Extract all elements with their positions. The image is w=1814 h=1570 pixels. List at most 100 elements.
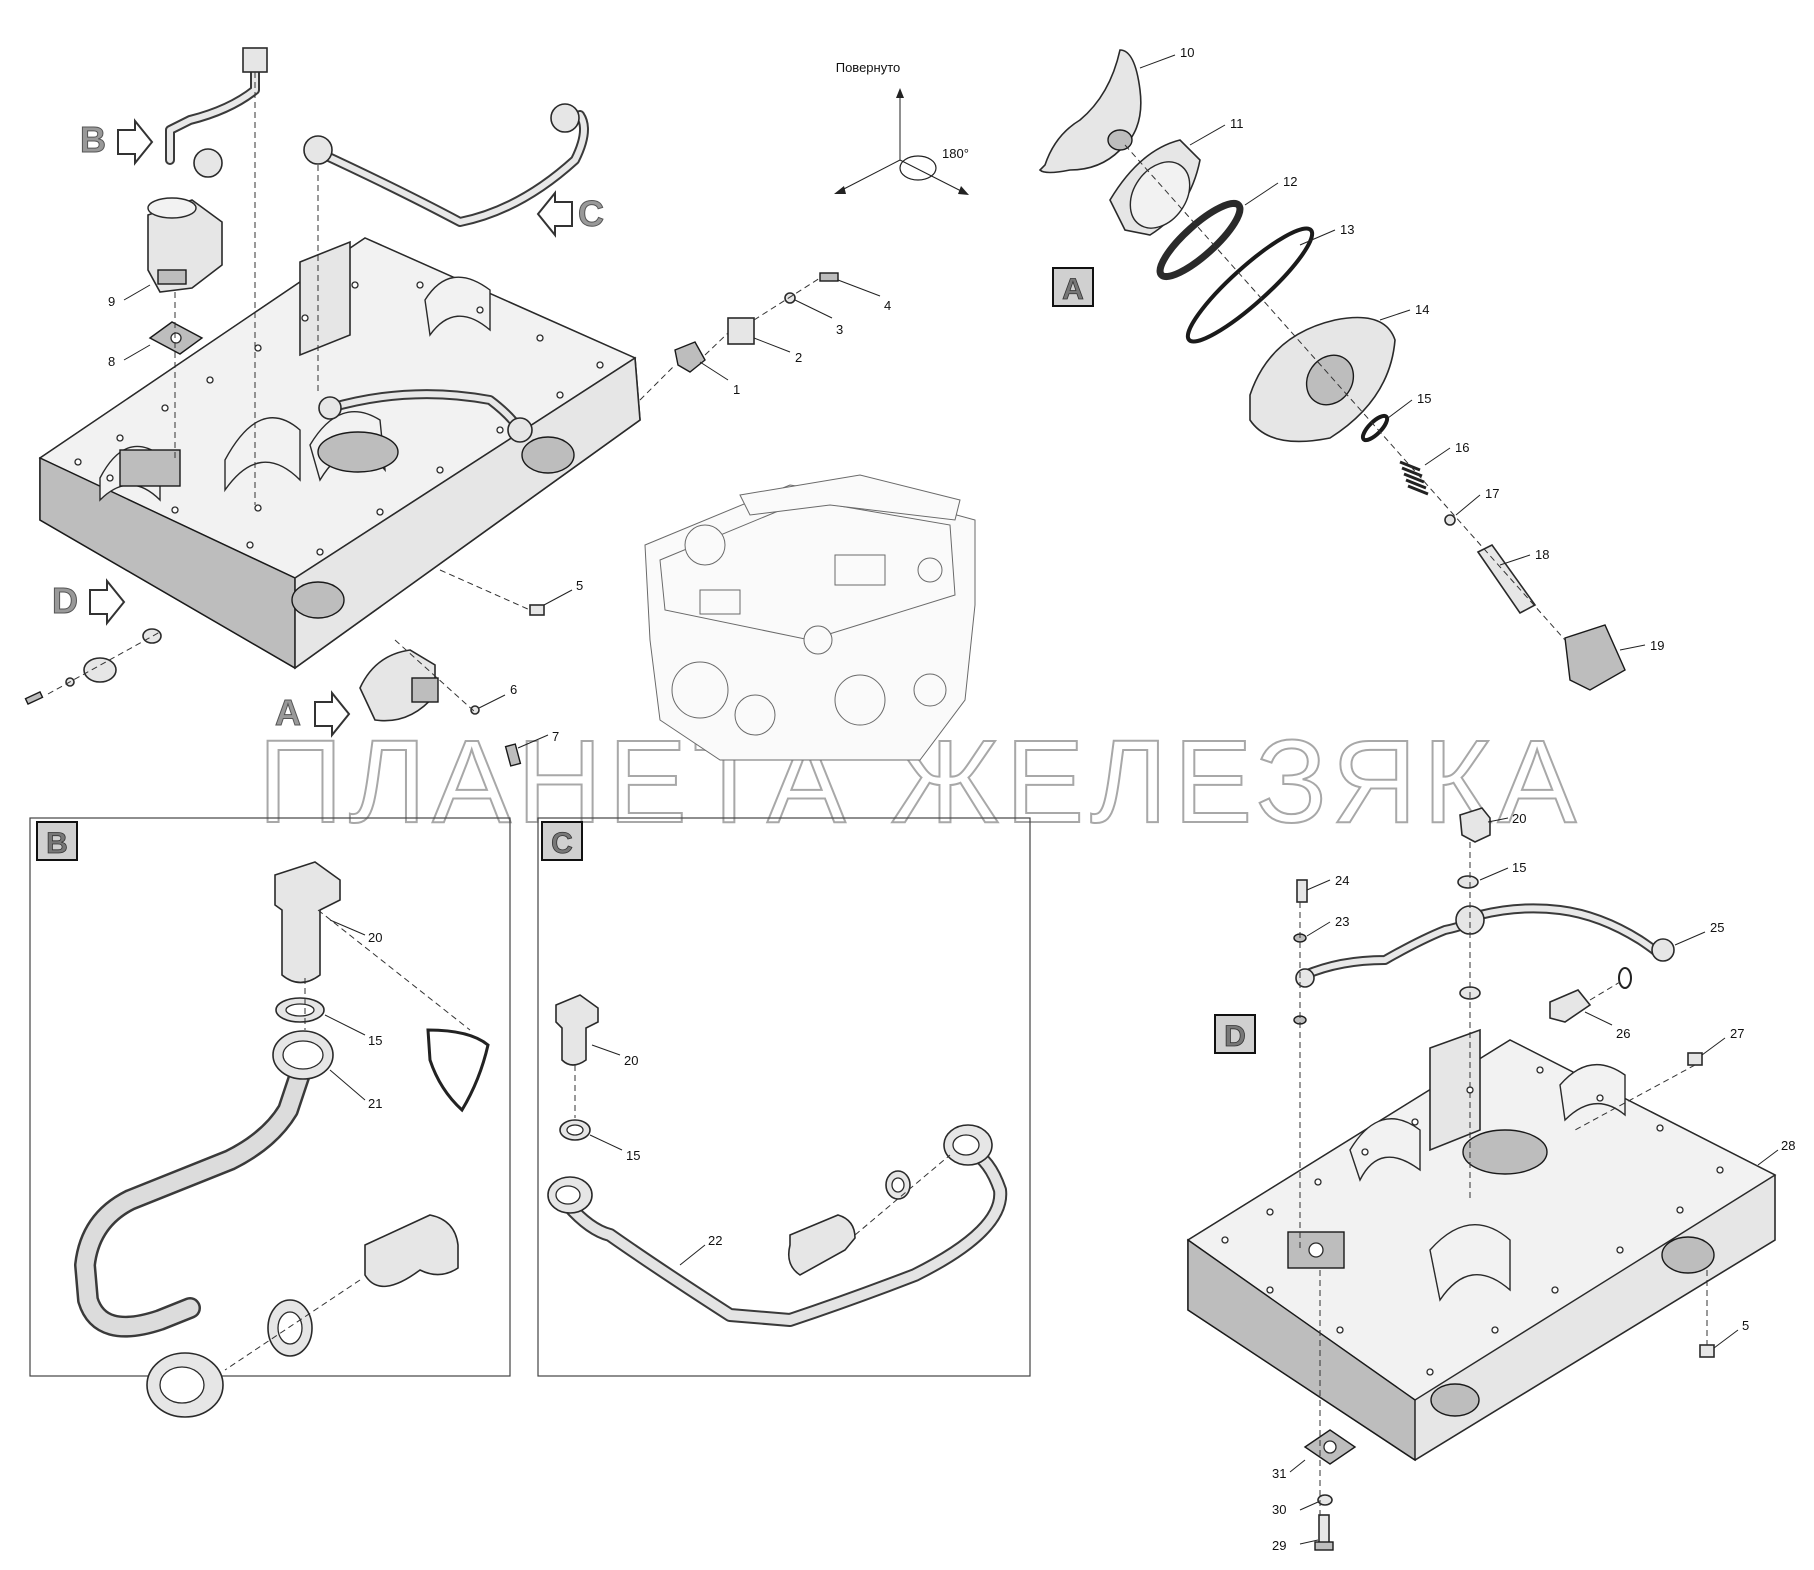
part-1-gasket xyxy=(674,341,706,373)
axis-left-line xyxy=(837,159,901,193)
axis-right-line xyxy=(899,159,966,194)
callout-10: 10 xyxy=(1180,45,1194,60)
view-arrow-c: C xyxy=(536,190,605,238)
housing-front-bore xyxy=(291,581,345,619)
oring-left xyxy=(142,628,162,644)
assembly-dashed-lines xyxy=(47,72,821,713)
svg-text:B: B xyxy=(46,827,68,860)
view-box-a: A xyxy=(1052,267,1094,307)
callout-29: 29 xyxy=(1272,1538,1286,1553)
view-letter-d: D xyxy=(52,580,78,621)
tube-c-fitting-right xyxy=(550,103,580,133)
bearing-saddle-2 xyxy=(224,417,301,493)
part-25-right-banjo xyxy=(1651,938,1675,962)
callout-15-d: 15 xyxy=(1512,860,1526,875)
view-arrow-d: D xyxy=(52,578,126,626)
part-25-left-banjo xyxy=(1295,968,1315,988)
axis-right-arrowhead xyxy=(958,186,969,195)
detail-b-frame xyxy=(29,817,511,1377)
part-30-washer xyxy=(1317,1494,1333,1506)
axis-left-arrowhead xyxy=(834,186,846,194)
callout-3: 3 xyxy=(836,322,843,337)
part-4-bolt xyxy=(819,272,839,282)
callout-27: 27 xyxy=(1730,1026,1744,1041)
callout-7: 7 xyxy=(552,729,559,744)
tube-b-lower-fitting xyxy=(193,148,223,178)
part-16-spring xyxy=(1399,460,1429,496)
part-10-lever xyxy=(1038,49,1142,174)
callout-24: 24 xyxy=(1335,873,1349,888)
part-26-fitting xyxy=(1549,989,1592,1023)
view-letter-c: C xyxy=(578,193,604,234)
oring-b xyxy=(426,1028,490,1113)
svg-text:D: D xyxy=(1224,1020,1246,1053)
detail-a-pump-exploded xyxy=(1038,49,1626,691)
callout-5-d: 5 xyxy=(1742,1318,1749,1333)
callout-25: 25 xyxy=(1710,920,1724,935)
callout-22: 22 xyxy=(708,1233,722,1248)
part-15-washer-d xyxy=(1457,875,1479,889)
detail-c-frame xyxy=(537,817,1031,1377)
arrow-right-icon xyxy=(314,690,351,738)
callout-15-a: 15 xyxy=(1417,391,1431,406)
callout-20-d: 20 xyxy=(1512,811,1526,826)
callout-4: 4 xyxy=(884,298,891,313)
callout-12: 12 xyxy=(1283,174,1297,189)
part-5-plug xyxy=(529,604,545,616)
callout-17: 17 xyxy=(1485,486,1499,501)
callout-18: 18 xyxy=(1535,547,1549,562)
tube-c-assembly xyxy=(303,103,589,227)
part-28-housing-front xyxy=(1187,1238,1416,1462)
callout-5: 5 xyxy=(576,578,583,593)
rotation-note: Повернуто xyxy=(836,60,901,75)
callout-9: 9 xyxy=(108,294,115,309)
pump-assembly-a xyxy=(359,649,439,722)
callout-1: 1 xyxy=(733,382,740,397)
callout-20-b: 20 xyxy=(368,930,382,945)
part-2-fitting xyxy=(727,317,755,345)
part-20-bolt-b xyxy=(274,861,341,984)
callout-31: 31 xyxy=(1272,1466,1286,1481)
part-17-washer xyxy=(1444,514,1456,526)
callout-2: 2 xyxy=(795,350,802,365)
view-box-d: D xyxy=(1214,1014,1256,1054)
main-housing-assembly xyxy=(38,237,641,670)
part-25-center-banjo xyxy=(1455,905,1485,935)
callout-11: 11 xyxy=(1230,116,1244,131)
callout-14: 14 xyxy=(1415,302,1429,317)
part-20-bolt-b-lower xyxy=(364,1214,459,1288)
housing-valve-pad xyxy=(119,449,181,487)
rotation-indicator: Повернуто 180° xyxy=(834,60,969,195)
arrow-left-icon xyxy=(536,190,573,238)
part-3-washer xyxy=(784,292,796,304)
oring-d xyxy=(1618,967,1632,989)
engine-background-illustration xyxy=(644,474,976,761)
view-arrow-b: B xyxy=(80,118,154,166)
arrow-right-icon xyxy=(117,118,154,166)
callout-15-c: 15 xyxy=(626,1148,640,1163)
callout-16: 16 xyxy=(1455,440,1469,455)
detail-c-panel xyxy=(537,817,1031,1377)
internal-tube-fitting-2 xyxy=(507,417,533,443)
part-28-bolt-holes xyxy=(1221,1066,1724,1376)
axis-up-arrowhead xyxy=(896,88,904,98)
part-22-tube xyxy=(561,1143,1008,1327)
housing-center-bore xyxy=(317,431,399,473)
callout-28: 28 xyxy=(1781,1138,1795,1153)
view-letter-a: A xyxy=(275,692,301,733)
housing-side-bore xyxy=(521,436,575,474)
part-13-gasket xyxy=(1185,226,1315,344)
bolt-left xyxy=(24,690,44,706)
callout-8: 8 xyxy=(108,354,115,369)
valve-base xyxy=(157,269,187,285)
valve-part-9 xyxy=(147,197,223,293)
part-7-bolt xyxy=(504,743,522,767)
part-15-oring xyxy=(1360,413,1390,443)
part-20-bolt-c xyxy=(555,994,599,1066)
cover-cap-assembly-left xyxy=(24,628,162,706)
pump-shaft xyxy=(411,677,439,703)
part-27-plug xyxy=(1687,1052,1703,1066)
small-parts-1-7 xyxy=(470,272,839,767)
valve-top xyxy=(147,197,197,219)
